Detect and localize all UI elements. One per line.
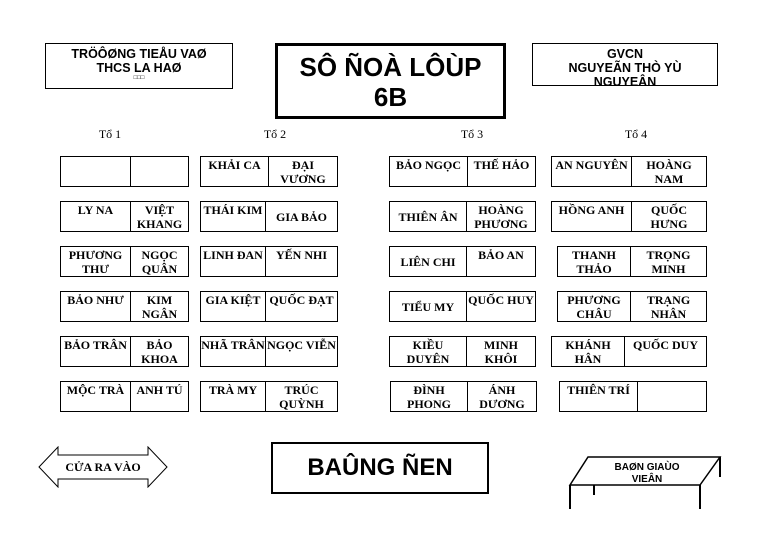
desk-row6-col3: ĐÌNH PHONG ÁNH DƯƠNG	[390, 381, 537, 412]
seat-right	[131, 157, 188, 186]
seat-left: NHÃ TRÂN	[201, 337, 266, 366]
teacher-desk-icon	[568, 456, 722, 509]
class-title-box: SÔ ÑOÀ LÔÙP 6B	[275, 43, 506, 119]
seat-right: QUỐC ĐẠT	[269, 293, 334, 307]
seat-right: HOÀNG NAM	[646, 158, 692, 186]
seat-right	[638, 382, 706, 411]
seat-right: QUỐC DUY	[633, 338, 698, 352]
seat-right: TRÚC QUỲNH	[279, 383, 324, 411]
seat-left: AN NGUYÊN	[552, 157, 632, 186]
seat-right: KIM NGÂN	[141, 293, 178, 321]
homeroom-teacher-box: GVCN NGUYEÃN THÒ YÙ NGUYEÂN	[532, 43, 718, 86]
seat-right: MINH KHÔI	[484, 338, 518, 366]
seat-left: KIỀU DUYÊN	[390, 337, 467, 366]
seat-right: HOÀNG PHƯƠNG	[474, 203, 528, 231]
desk-row3-col1: PHƯƠNG THƯ NGỌC QUÂN	[60, 246, 189, 277]
seat-right: GIA BẢO	[275, 209, 327, 224]
seat-left: THIÊN TRÍ	[560, 382, 638, 411]
blackboard: BAÛNG ÑEN	[271, 442, 489, 494]
desk-row5-col1: BẢO TRÂN BẢO KHOA	[60, 336, 189, 367]
desk-row1-col3: BẢO NGỌC THẾ HẢO	[389, 156, 536, 187]
seat-left	[61, 157, 131, 186]
class-title-line2: 6B	[373, 82, 408, 112]
seat-right: BẢO AN	[478, 248, 524, 262]
seat-left: KHÁNH HÂN	[552, 337, 625, 366]
school-name-line2: THCS LA HAØ	[96, 61, 182, 75]
door-label: CỬA RA VÀO	[65, 460, 141, 474]
seat-left: BẢO NHƯ	[61, 292, 131, 321]
seat-left: LINH ĐAN	[201, 247, 266, 276]
desk-row6-col2: TRÀ MY TRÚC QUỲNH	[200, 381, 338, 412]
desk-row3-col2: LINH ĐAN YẾN NHI	[200, 246, 338, 277]
desk-row3-col3: LIÊN CHI BẢO AN	[389, 246, 536, 277]
seat-right: TRẠNG NHÂN	[646, 293, 691, 321]
seat-left: KHẢI CA	[201, 157, 269, 186]
desk-row5-col4: KHÁNH HÂN QUỐC DUY	[551, 336, 707, 367]
seat-right: TRỌNG MINH	[646, 248, 691, 276]
desk-row5-col3: KIỀU DUYÊN MINH KHÔI	[389, 336, 536, 367]
door-arrow-icon	[38, 446, 168, 488]
teacher-desk-label-line1: BAØN GIAÙO	[614, 462, 680, 473]
seat-left: ĐÌNH PHONG	[391, 382, 468, 411]
seat-left: TIỂU MY	[390, 292, 467, 321]
teacher-label: GVCN	[606, 47, 644, 61]
seat-left: THÁI KIM	[201, 202, 266, 231]
seat-right: QUỐC HƯNG	[650, 203, 688, 231]
teacher-desk-label: BAØN GIAÙO VIEÂN	[598, 462, 696, 486]
desk-row1-col2: KHẢI CA ĐẠI VƯƠNG	[200, 156, 338, 187]
desk-row1-col4: AN NGUYÊN HOÀNG NAM	[551, 156, 707, 187]
desk-row2-col2: THÁI KIM GIA BẢO	[200, 201, 338, 232]
seat-left: BẢO NGỌC	[390, 157, 468, 186]
desk-row2-col4: HỒNG ANH QUỐC HƯNG	[551, 201, 707, 232]
seat-right: NGỌC VIỄN	[267, 338, 336, 352]
seat-right: ÁNH DƯƠNG	[479, 383, 525, 411]
seat-right: ĐẠI VƯƠNG	[280, 158, 326, 186]
seat-left: THANH THẢO	[558, 247, 631, 276]
teacher-desk-label-line2: VIEÂN	[631, 474, 663, 485]
seat-right: QUỐC HUY	[468, 293, 534, 307]
seat-left: LIÊN CHI	[390, 247, 467, 276]
seat-right: BẢO KHOA	[141, 338, 178, 366]
seat-left: LY NA	[61, 202, 131, 231]
school-name-line1: TRÖÔØNG TIEÅU VAØ	[71, 47, 207, 61]
seat-right: VIỆT KHANG	[136, 203, 183, 231]
group-label-2: Tổ 2	[263, 127, 287, 141]
desk-row6-col4: THIÊN TRÍ	[559, 381, 707, 412]
seat-right: ANH TÚ	[136, 383, 183, 397]
seat-left: HỒNG ANH	[552, 202, 632, 231]
seat-left: BẢO TRÂN	[61, 337, 131, 366]
desk-row6-col1: MỘC TRÀ ANH TÚ	[60, 381, 189, 412]
seat-left: PHƯƠNG CHÂU	[558, 292, 631, 321]
group-label-4: Tổ 4	[624, 127, 648, 141]
seat-right: YẾN NHI	[275, 248, 327, 262]
seat-left: THIÊN ÂN	[390, 202, 467, 231]
desk-row3-col4: THANH THẢO TRỌNG MINH	[557, 246, 707, 277]
school-note: □□□	[133, 75, 145, 81]
group-label-1: Tổ 1	[98, 127, 122, 141]
teacher-name-line1: NGUYEÃN THÒ YÙ	[568, 61, 682, 75]
desk-row1-col1	[60, 156, 189, 187]
seat-right: THẾ HẢO	[473, 158, 530, 172]
seat-left: GIA KIỆT	[201, 292, 266, 321]
desk-row4-col1: BẢO NHƯ KIM NGÂN	[60, 291, 189, 322]
desk-row4-col4: PHƯƠNG CHÂU TRẠNG NHÂN	[557, 291, 707, 322]
seat-right: NGỌC QUÂN	[141, 248, 178, 276]
group-label-3: Tổ 3	[460, 127, 484, 141]
school-name-box: TRÖÔØNG TIEÅU VAØ THCS LA HAØ □□□	[45, 43, 233, 89]
seat-left: TRÀ MY	[201, 382, 266, 411]
teacher-name-line2: NGUYEÂN	[593, 75, 657, 86]
class-title-line1: SÔ ÑOÀ LÔÙP	[299, 52, 482, 82]
seat-left: PHƯƠNG THƯ	[61, 247, 131, 276]
seat-left: MỘC TRÀ	[61, 382, 131, 411]
